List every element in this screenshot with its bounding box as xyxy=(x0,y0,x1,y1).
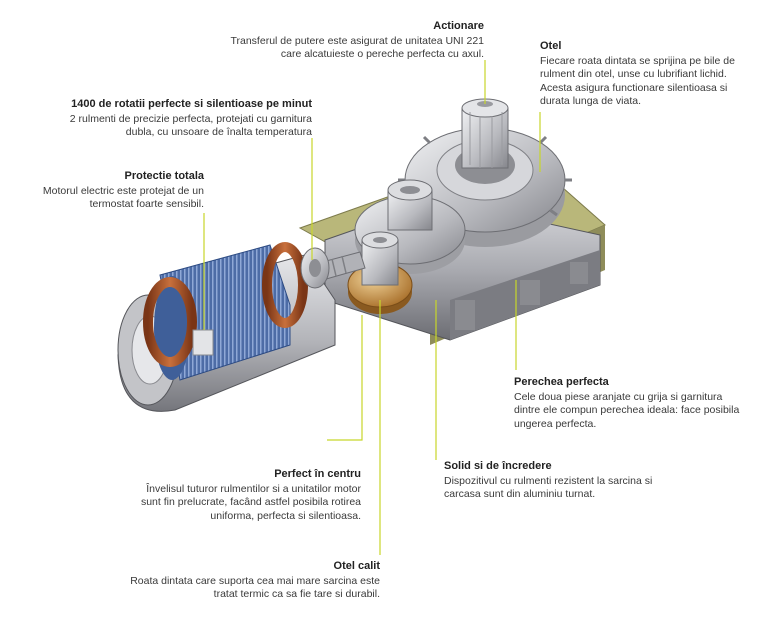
motor-bearing xyxy=(300,247,330,289)
callout-rotatii-text: 2 rulmenti de precizie perfecta, proteja… xyxy=(69,112,312,139)
callout-perechea: Perechea perfecta Cele doua piese aranja… xyxy=(514,376,750,431)
callout-solid: Solid si de încredere Dispozitivul cu ru… xyxy=(444,460,659,502)
callout-calit: Otel calit Roata dintata care suporta ce… xyxy=(130,560,380,602)
callout-solid-text: Dispozitivul cu rulmenti rezistent la sa… xyxy=(444,474,653,501)
callout-centru-text: Învelisul tuturor rulmentilor si a unita… xyxy=(140,482,361,522)
callout-actionare-title: Actionare xyxy=(433,20,484,32)
callout-otel: Otel Fiecare roata dintata se sprijina p… xyxy=(540,40,750,109)
callout-actionare-text: Transferul de putere este asigurat de un… xyxy=(230,34,484,61)
callout-calit-text: Roata dintata care suporta cea mai mare … xyxy=(130,574,380,601)
callout-otel-text: Fiecare roata dintata se sprijina pe bil… xyxy=(540,54,735,108)
callout-rotatii-title: 1400 de rotatii perfecte si silentioase … xyxy=(71,98,312,110)
copper-windings xyxy=(143,242,308,367)
callout-protectie-text: Motorul electric este protejat de un ter… xyxy=(42,184,204,211)
leader-lines xyxy=(203,60,541,555)
leader-centru xyxy=(327,315,363,441)
callout-calit-title: Otel calit xyxy=(333,560,380,572)
callout-protectie-title: Protectie totala xyxy=(124,170,204,182)
callout-solid-title: Solid si de încredere xyxy=(444,460,552,472)
callout-centru: Perfect în centru Învelisul tuturor rulm… xyxy=(126,468,361,523)
callout-otel-title: Otel xyxy=(540,40,562,52)
callout-protectie: Protectie totala Motorul electric este p… xyxy=(22,170,204,212)
callout-centru-title: Perfect în centru xyxy=(274,468,361,480)
brass-gear xyxy=(347,231,413,314)
callout-rotatii: 1400 de rotatii perfecte si silentioase … xyxy=(52,98,312,140)
callout-perechea-title: Perechea perfecta xyxy=(514,376,609,388)
callout-perechea-text: Cele doua piese aranjate cu grija si gar… xyxy=(514,390,740,430)
callout-actionare: Actionare Transferul de putere este asig… xyxy=(222,20,484,62)
output-shaft xyxy=(461,98,509,169)
